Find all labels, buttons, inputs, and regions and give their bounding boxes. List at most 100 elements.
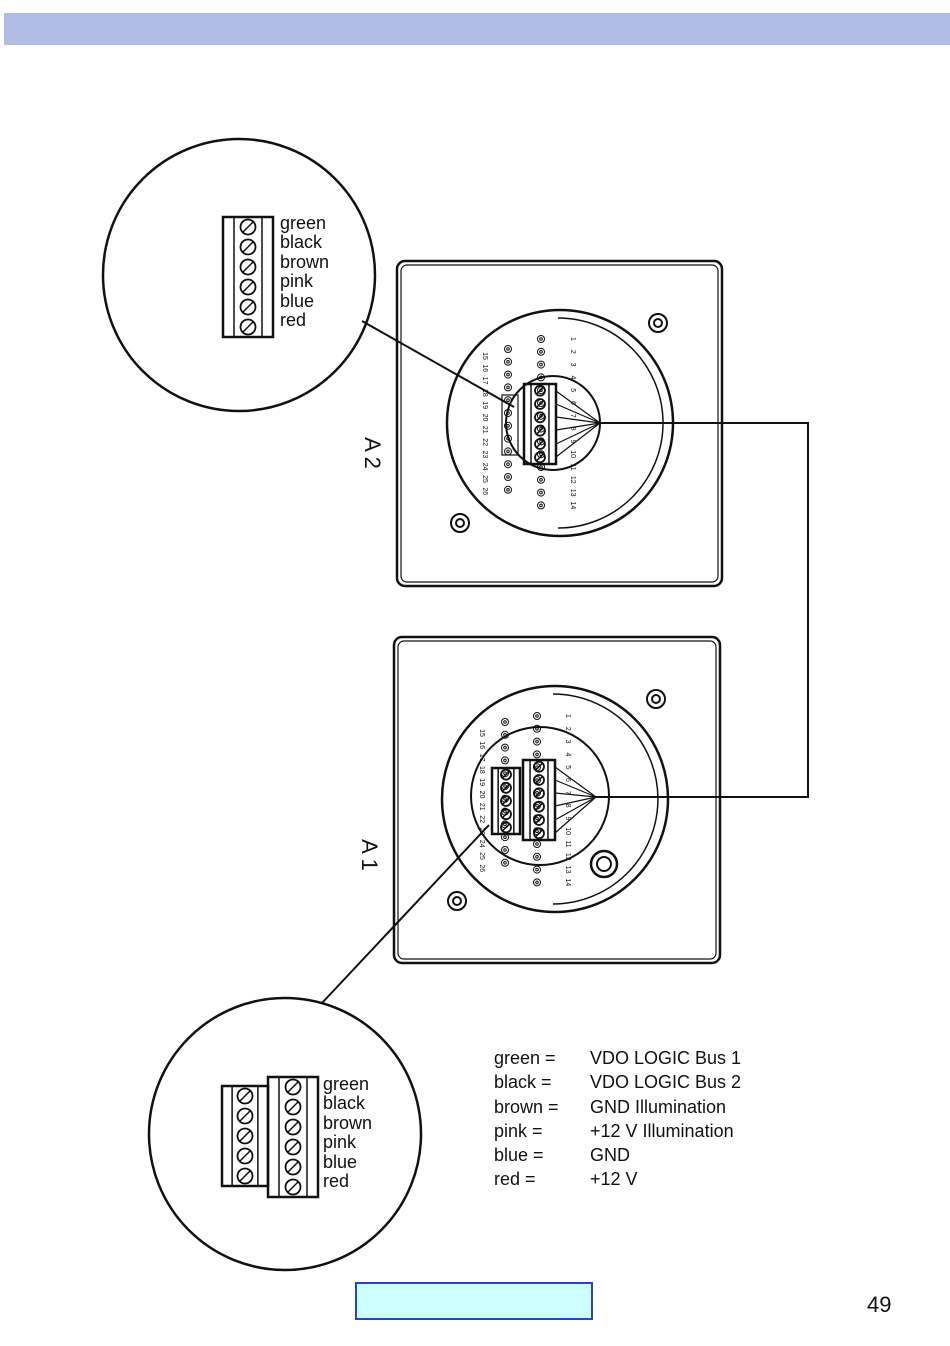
zoom-circle-top — [101, 137, 377, 413]
pin-number: 21 — [478, 803, 485, 811]
pin-number: 19 — [481, 401, 488, 409]
pin-number: 3 — [569, 363, 576, 367]
wire-label: pink — [280, 271, 314, 292]
legend-signal: VDO LOGIC Bus 2 — [590, 1072, 742, 1093]
terminal-block-zoom-bottom-left — [220, 1084, 270, 1188]
pin-number: 7 — [564, 791, 571, 795]
wire-label: black — [323, 1093, 366, 1114]
wire-label: green — [323, 1074, 370, 1094]
terminal-block-zoom-top — [221, 215, 275, 339]
wire-label: blue — [280, 290, 315, 311]
terminal-block-a1-right — [521, 758, 557, 842]
wire-label: blue — [323, 1151, 358, 1172]
wire-label: red — [280, 310, 307, 331]
legend-row: green =VDO LOGIC Bus 1 — [494, 1046, 741, 1070]
nav-button[interactable] — [355, 1282, 593, 1320]
pin-number: 3 — [564, 740, 571, 744]
pin-number: 13 — [569, 489, 576, 497]
pin-number: 11 — [564, 840, 571, 847]
pin-number: 23 — [478, 828, 485, 836]
legend-wire: red = — [494, 1169, 536, 1190]
pin-number: 21 — [481, 426, 488, 434]
legend-wire: brown = — [494, 1096, 559, 1117]
pin-number: 18 — [478, 766, 485, 774]
legend-wire: blue = — [494, 1145, 544, 1166]
nut-a2-top — [648, 313, 668, 333]
legend-signal: +12 V — [590, 1169, 638, 1190]
pin-number: 10 — [569, 450, 576, 458]
pin-number: 12 — [564, 853, 571, 861]
wire-fan-a2 — [555, 390, 601, 458]
nut-a1-top — [646, 689, 666, 709]
legend-signal: GND — [590, 1145, 630, 1166]
legend-wire: green = — [494, 1048, 556, 1068]
unit-label-a1: A 1 — [356, 839, 382, 871]
pin-number: 24 — [481, 463, 488, 471]
pin-number: 20 — [478, 791, 485, 799]
pin-number: 6 — [569, 401, 576, 405]
pin-number: 1 — [564, 714, 571, 718]
pin-number: 2 — [569, 350, 576, 354]
unit-a1-housing — [392, 635, 722, 965]
wire-label: brown — [323, 1112, 373, 1133]
pin-number: 2 — [564, 727, 571, 731]
wire-legend: green =VDO LOGIC Bus 1 black = VDO LOGIC … — [494, 1046, 741, 1192]
legend-signal: GND Illumination — [590, 1096, 727, 1117]
pin-number: 16 — [481, 364, 488, 372]
nut-a1-bottom — [447, 891, 467, 911]
pin-number: 17 — [478, 754, 485, 762]
wire-label: green — [280, 213, 327, 233]
pin-number: 9 — [564, 816, 571, 820]
legend-row: blue = GND — [494, 1143, 741, 1167]
pin-number: 24 — [478, 840, 485, 848]
wire-label: brown — [280, 251, 330, 272]
pin-number: 11 — [569, 463, 576, 470]
pin-number: 17 — [481, 377, 488, 385]
pin-number: 25 — [481, 475, 488, 483]
terminal-block-a1-left — [490, 766, 522, 836]
pin-number: 1 — [569, 337, 576, 341]
legend-row: pink =+12 V Illumination — [494, 1119, 741, 1143]
legend-wire: black = — [494, 1072, 552, 1093]
pin-number: 22 — [481, 438, 488, 446]
zoom-bottom-wire-labels: green black brown pink blue red — [323, 1074, 373, 1192]
pin-row-a1-left — [501, 718, 509, 867]
pin-number: 5 — [564, 765, 571, 769]
pin-numbers-a1-left: 15 16 17 18 19 20 21 22 23 24 25 26 — [478, 729, 485, 872]
zoom-circle-bottom — [147, 996, 423, 1272]
wire-label: red — [323, 1171, 350, 1192]
pin-number: 26 — [478, 864, 485, 872]
legend-row: red = +12 V — [494, 1167, 741, 1191]
pin-number: 22 — [478, 815, 485, 823]
pin-number: 4 — [569, 375, 576, 379]
pin-number: 8 — [569, 427, 576, 431]
page-number: 49 — [867, 1292, 892, 1317]
pin-number: 10 — [564, 827, 571, 835]
pin-number: 23 — [481, 451, 488, 459]
wire-fan-a1 — [554, 766, 597, 834]
header-bar — [4, 13, 950, 45]
pin-number: 7 — [569, 414, 576, 418]
pin-number: 13 — [564, 866, 571, 874]
pin-row-a1-right — [533, 712, 541, 887]
pin-number: 20 — [481, 414, 488, 422]
pin-number: 19 — [478, 778, 485, 786]
terminal-block-a2-aux — [501, 394, 519, 456]
pin-number: 9 — [569, 439, 576, 443]
pin-number: 5 — [569, 388, 576, 392]
zoom-top-wire-labels: green black brown pink blue red — [280, 213, 330, 331]
wire-label: black — [280, 232, 323, 253]
pin-number: 15 — [478, 729, 485, 737]
nut-a2-bottom — [450, 513, 470, 533]
pin-number: 6 — [564, 778, 571, 782]
pin-row-a2-right — [537, 335, 545, 510]
pin-number: 14 — [569, 502, 576, 510]
pin-number: 26 — [481, 487, 488, 495]
legend-row: brown = GND Illumination — [494, 1095, 741, 1119]
pin-number: 16 — [478, 741, 485, 749]
pin-number: 25 — [478, 852, 485, 860]
pin-row-a2-left — [504, 345, 512, 494]
